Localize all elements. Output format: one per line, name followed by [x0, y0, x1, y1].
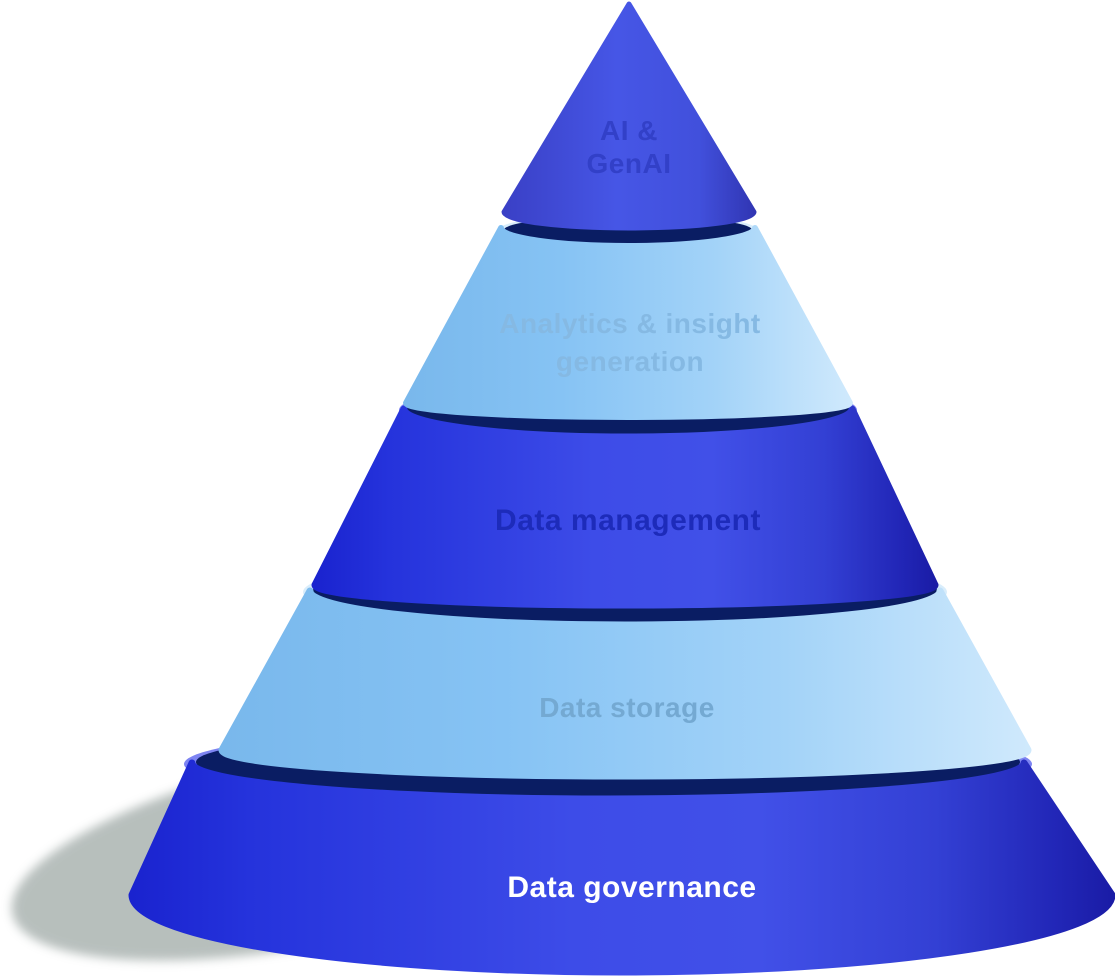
data-management-body [311, 405, 939, 609]
layer-ai-genai: AI & GenAI [501, 1, 757, 231]
ai-genai-label-line2: GenAI [587, 148, 672, 179]
analytics-body [403, 225, 853, 420]
data-storage-label: Data storage [539, 692, 715, 723]
ai-genai-cone-body [501, 1, 757, 231]
layer-analytics-insight: Analytics & insight generation [403, 213, 853, 420]
data-governance-label: Data governance [507, 871, 756, 904]
data-management-label: Data management [495, 504, 761, 537]
data-storage-body [218, 587, 1032, 780]
data-governance-body [128, 759, 1115, 976]
ai-genai-label-line1: AI & [600, 115, 658, 146]
analytics-label-line1: Analytics & insight [499, 308, 761, 339]
analytics-label-line2: generation [556, 346, 704, 377]
